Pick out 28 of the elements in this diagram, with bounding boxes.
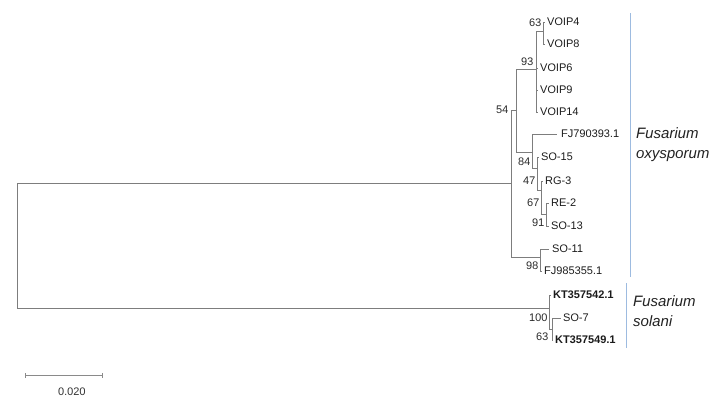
taxon-label: VOIP9 [540,84,572,96]
scale-value: 0.020 [58,386,86,398]
taxon-label: FJ985355.1 [544,265,602,277]
bootstrap-value: 91 [532,217,544,229]
bootstrap-value: 54 [496,104,508,116]
taxon-label: VOIP4 [547,16,580,28]
bootstrap-value: 63 [536,331,548,343]
taxon-label: FJ790393.1 [561,128,620,140]
taxon-label: VOIP8 [547,38,580,50]
bootstrap-value: 93 [521,56,534,68]
taxon-label: KT357542.1 [553,289,614,301]
taxon-label: SO-15 [541,151,573,163]
taxon-label: VOIP6 [540,62,572,74]
taxon-label: SO-11 [552,243,583,255]
bootstrap-value: 100 [529,312,548,324]
bootstrap-value: 47 [523,175,536,187]
taxon-label: SO-7 [563,312,589,324]
taxon-label: VOIP14 [540,106,579,118]
taxon-label: KT357549.1 [555,334,616,346]
taxon-label: RG-3 [545,175,572,187]
clade-label: Fusarium oxysporum [636,124,710,164]
bootstrap-value: 98 [526,260,538,272]
bootstrap-value: 63 [529,17,542,29]
bootstrap-value: 84 [518,156,530,168]
taxon-label: SO-13 [551,220,583,232]
bootstrap-value: 67 [527,197,540,209]
clade-label: Fusarium solani [633,292,697,332]
taxon-label: RE-2 [551,197,576,209]
